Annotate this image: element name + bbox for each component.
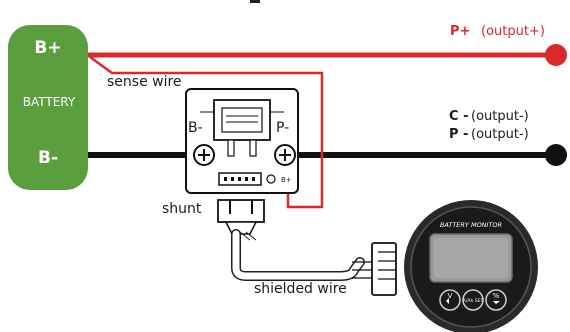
shunt-terminal-right-label: P- (276, 120, 289, 136)
shunt-label: shunt (162, 201, 202, 217)
battery-negative-label: B- (38, 148, 58, 168)
p-symbol: P - (449, 127, 468, 142)
shielded-cable-core (232, 230, 364, 280)
shunt-terminal-left-label: B- (188, 120, 203, 136)
title-fragment (250, 0, 260, 3)
shielded-cable (231, 229, 365, 281)
shielded-wire-label: shielded wire (254, 281, 347, 297)
battery-body (8, 25, 88, 190)
monitor-button-percent-label: % (493, 292, 500, 300)
sense-terminal-icon (266, 174, 276, 184)
shunt-leg (249, 139, 257, 157)
battery-monitor: BATTERY MONITOR V A/Ah SET % (404, 200, 538, 332)
cable-twist (239, 231, 257, 241)
monitor-title: BATTERY MONITOR (440, 221, 502, 229)
monitor-screen-glass (434, 238, 508, 278)
monitor-cable-connector (352, 242, 397, 296)
battery-positive-label: B+ (34, 38, 61, 58)
right-arrow-icon (493, 301, 500, 304)
monitor-button-set-label: A/Ah SET (463, 298, 484, 304)
sense-wire-label: sense wire (107, 74, 182, 90)
positive-terminal-dot (545, 44, 567, 66)
shunt-connector-label: B+ (281, 176, 292, 184)
monitor-button-set[interactable]: A/Ah SET (462, 289, 484, 311)
screw-icon (198, 149, 210, 161)
connector-pins (224, 177, 255, 181)
c-symbol: C - (449, 109, 468, 124)
shunt: B- P- B+ (185, 88, 299, 194)
monitor-button-percent[interactable]: % (485, 289, 507, 311)
p-plus-symbol: P+ (450, 24, 470, 39)
negative-terminal-dot (545, 144, 567, 166)
screw-icon (279, 149, 291, 161)
p-text: (output-) (471, 127, 529, 142)
shunt-leg (227, 139, 235, 157)
monitor-button-v-label: V (448, 292, 453, 300)
p-plus-text: (output+) (481, 24, 545, 39)
shunt-plug (217, 199, 265, 235)
shunt-block-inner (221, 107, 263, 133)
sense-wire-path (89, 55, 324, 209)
c-text: (output-) (471, 109, 529, 124)
monitor-button-v[interactable]: V (439, 289, 461, 311)
left-arrow-icon (446, 298, 449, 304)
battery-name: BATTERY (23, 95, 76, 109)
